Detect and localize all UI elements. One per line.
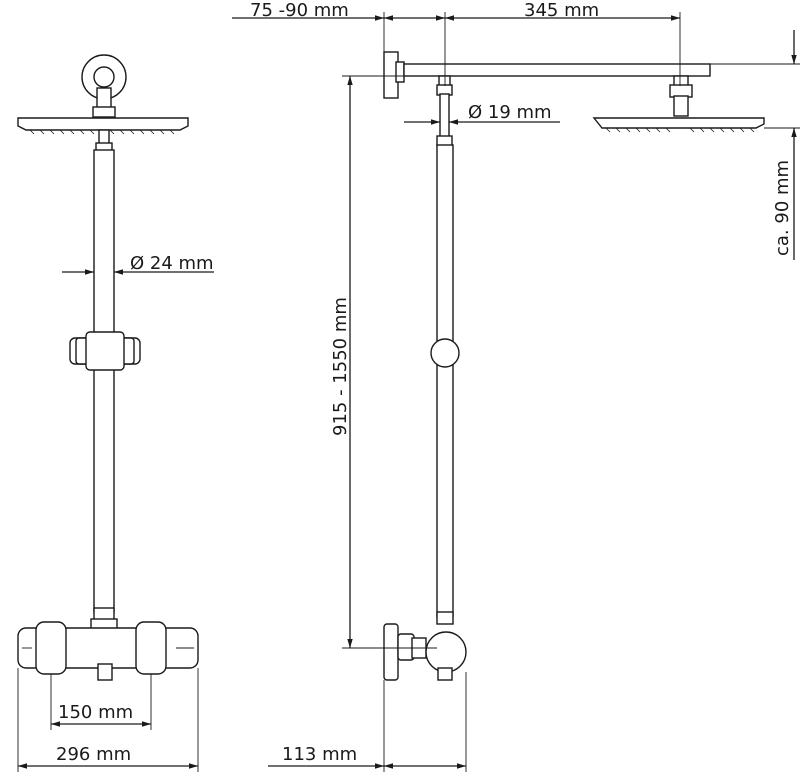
dim-pipe-diameter-label: Ø 24 mm [130, 253, 214, 274]
front-right-handle [135, 621, 167, 675]
dim-head-drop [710, 30, 800, 260]
dim-wall-offset-label: 75 -90 mm [250, 0, 349, 21]
dim-height-range-label: 915 - 1550 mm [330, 297, 351, 436]
dim-mixer-width-label: 296 mm [56, 744, 131, 765]
front-left-handle [35, 621, 67, 675]
dim-arm-length-label: 345 mm [524, 0, 599, 21]
dim-mixer-depth-label: 113 mm [282, 744, 357, 765]
front-riser-pipe [93, 149, 115, 613]
dim-inlet-spacing-label: 150 mm [58, 702, 133, 723]
front-shower-nozzles [29, 129, 175, 135]
side-view [383, 51, 765, 681]
side-slider-knob [430, 338, 460, 368]
side-shower-arm [403, 63, 711, 77]
dim-top-offsets [232, 12, 681, 86]
side-shower-head [592, 117, 765, 129]
side-thermostat-body [425, 631, 467, 673]
front-view [17, 54, 199, 681]
dim-inlet-spacing [50, 674, 152, 730]
side-upper-pipe [439, 93, 450, 139]
side-riser-pipe [436, 144, 454, 618]
dim-mixer-width [17, 668, 199, 772]
dim-head-drop-label: ca. 90 mm [772, 160, 793, 256]
side-shower-nozzles [605, 127, 755, 133]
dim-mixer-depth [268, 672, 467, 772]
side-wall-flange [383, 623, 399, 681]
dim-upper-pipe-diameter-label: Ø 19 mm [468, 102, 552, 123]
dim-height-range [342, 75, 437, 649]
front-shower-head [17, 117, 189, 131]
front-head-joint [96, 87, 112, 109]
